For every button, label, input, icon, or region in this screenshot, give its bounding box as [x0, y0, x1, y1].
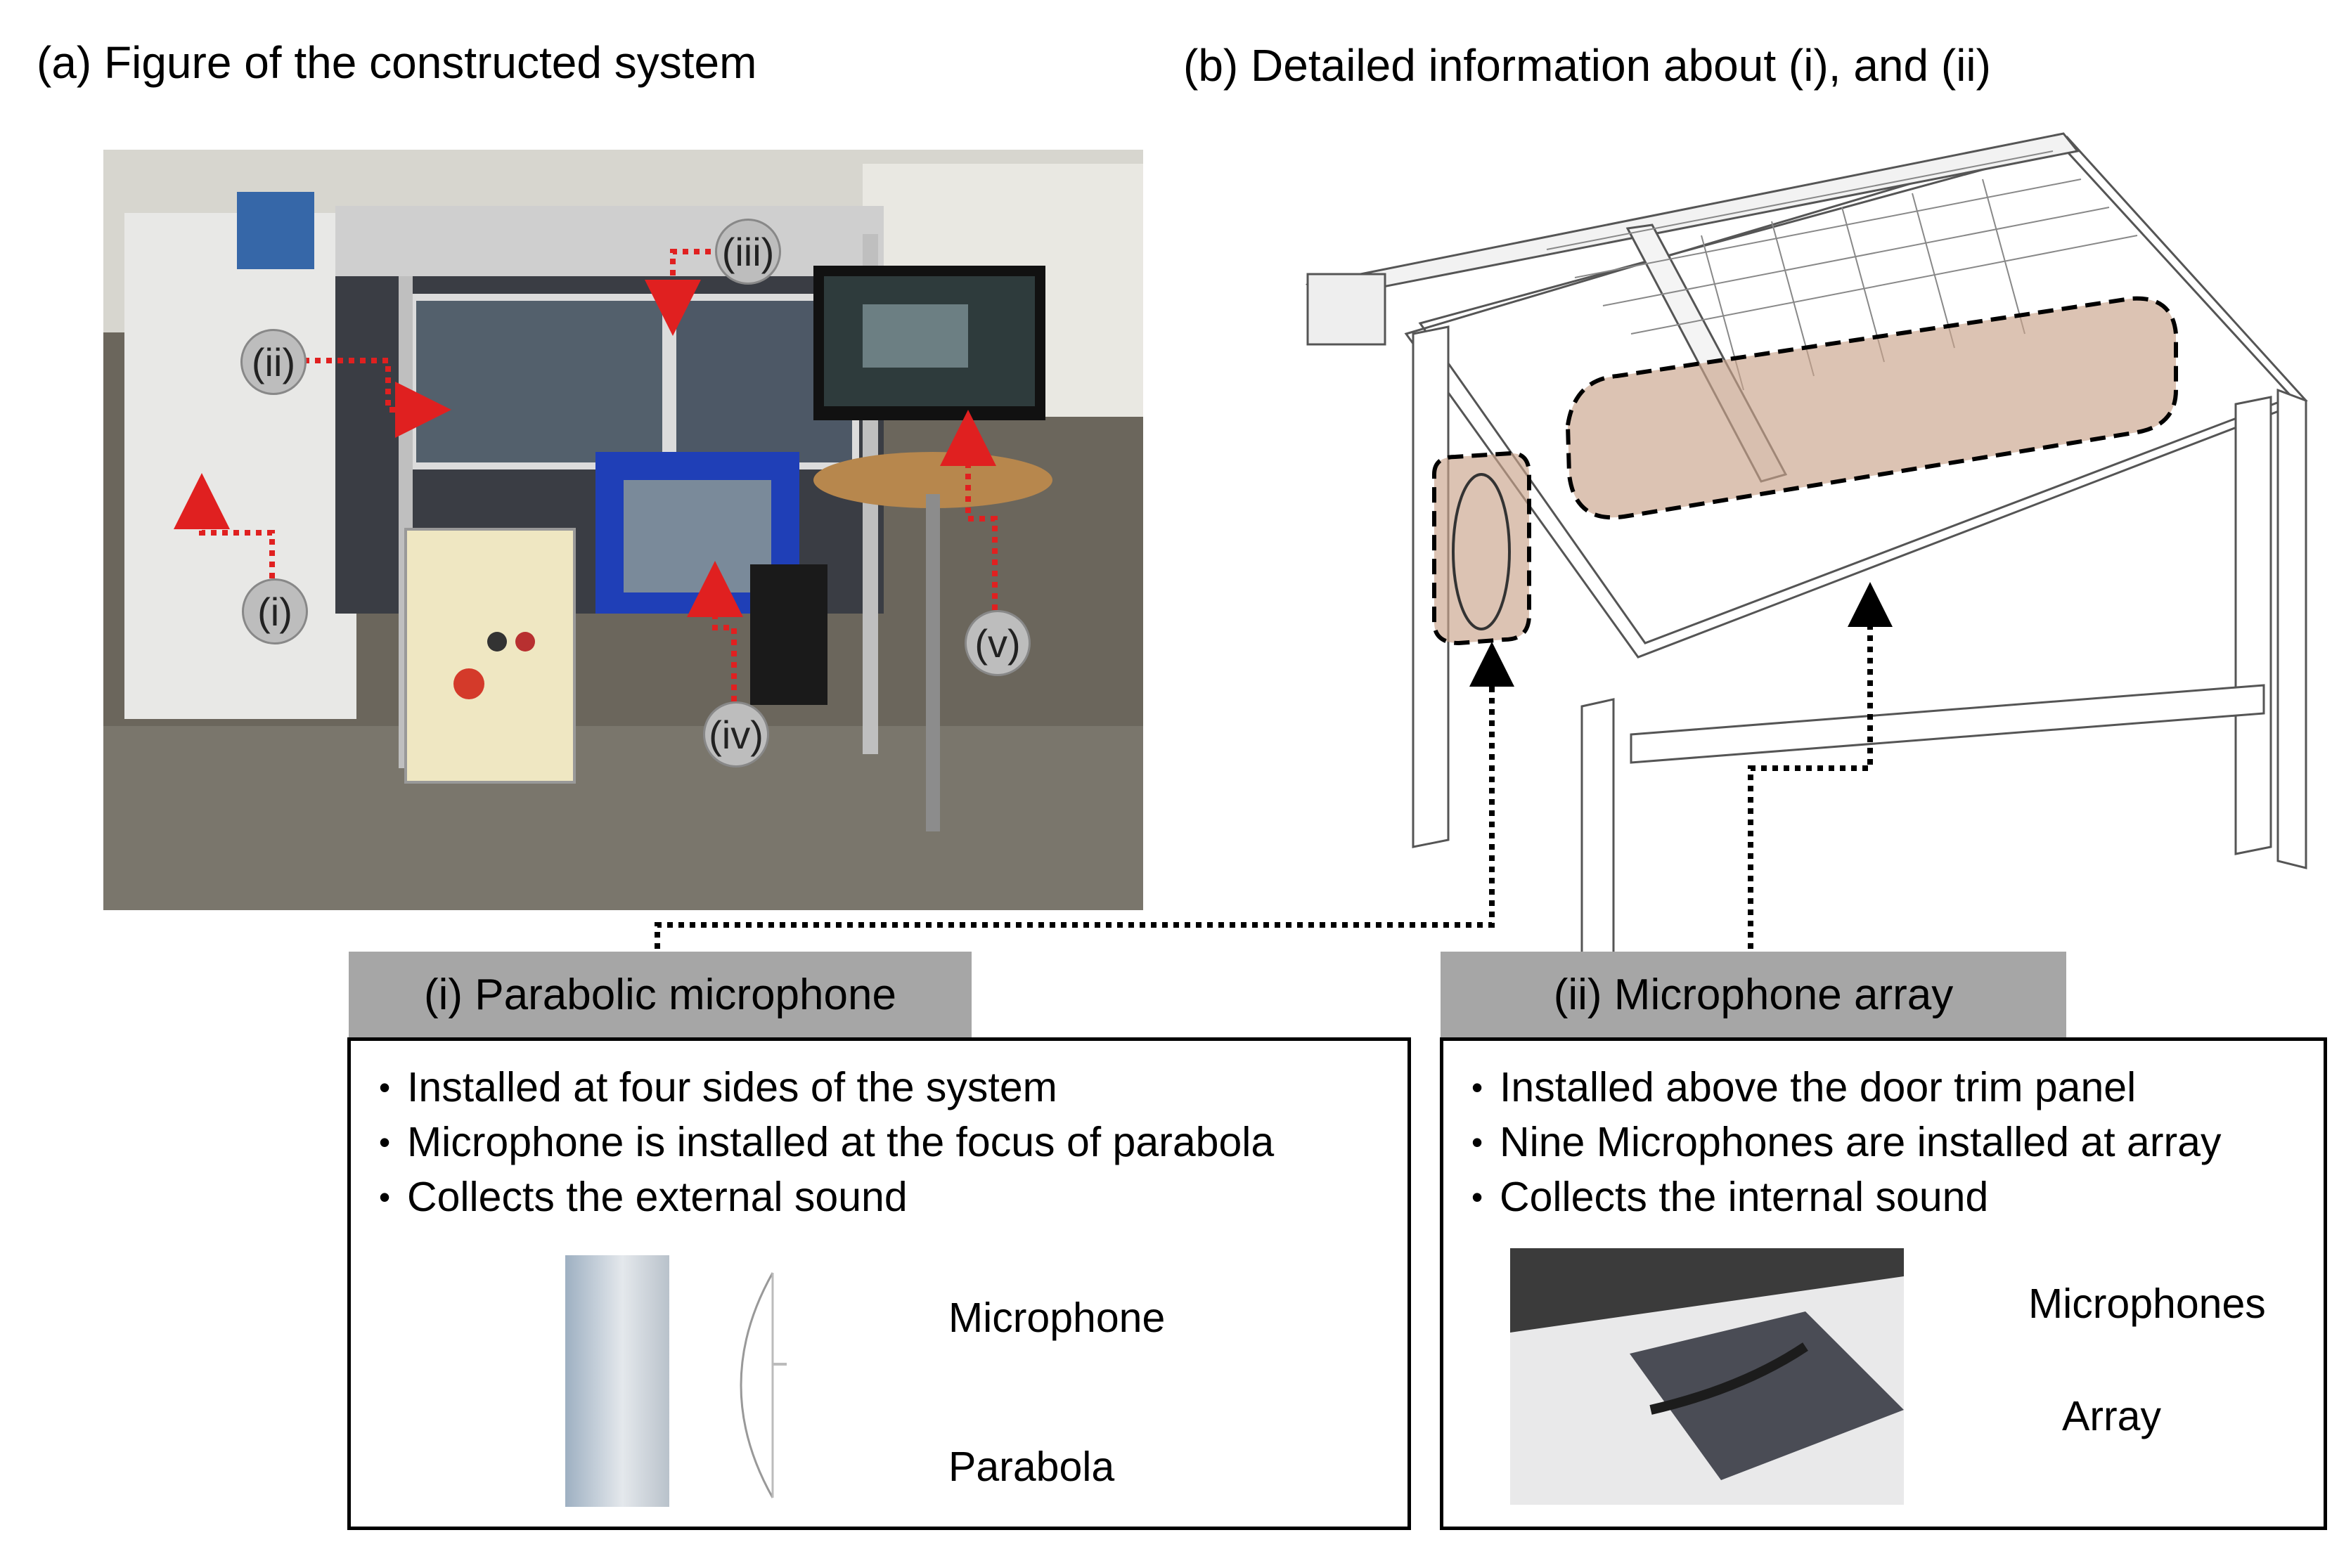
- box-ii-bullets: •Installed above the door trim panel •Ni…: [1471, 1060, 2221, 1224]
- box-i: •Installed at four sides of the system •…: [347, 1037, 1411, 1530]
- list-item: •Installed above the door trim panel: [1471, 1064, 2137, 1110]
- arrow-iii: [645, 249, 722, 336]
- microphone-label: Microphone: [948, 1295, 1166, 1341]
- arrow-v: [940, 410, 998, 610]
- callout-v: (v): [965, 610, 1031, 676]
- arrow-ii: [304, 358, 451, 438]
- system-photo: (i) (ii) (iii) (iv) (v): [103, 150, 1143, 910]
- callout-i: (i): [242, 578, 308, 644]
- callout-iii: (iii): [715, 219, 781, 285]
- list-item: •Installed at four sides of the system: [379, 1064, 1057, 1110]
- callout-iv: (iv): [703, 701, 769, 767]
- box-ii-header: (ii) Microphone array: [1441, 952, 2066, 1037]
- list-item: •Nine Microphones are installed at array: [1471, 1119, 2222, 1165]
- parabola-label: Parabola: [948, 1444, 1115, 1490]
- panel-a-title: (a) Figure of the constructed system: [37, 37, 757, 88]
- box-ii: •Installed above the door trim panel •Ni…: [1440, 1037, 2327, 1530]
- list-item: •Microphone is installed at the focus of…: [379, 1119, 1275, 1165]
- panel-b-title: (b) Detailed information about (i), and …: [1183, 40, 1991, 91]
- arrow-iv: [687, 561, 743, 701]
- array-label: Array: [2062, 1393, 2161, 1439]
- callout-ii: (ii): [240, 329, 307, 395]
- list-item: •Collects the external sound: [379, 1174, 908, 1220]
- parabolic-mic-photo: [565, 1255, 669, 1507]
- box-i-header: (i) Parabolic microphone: [349, 952, 972, 1037]
- arrow-i: [174, 473, 275, 578]
- list-item: •Collects the internal sound: [1471, 1174, 1989, 1220]
- cad-drawing: [1280, 123, 2327, 959]
- box-i-bullets: •Installed at four sides of the system •…: [379, 1060, 1274, 1224]
- parabola-sketch: [740, 1272, 787, 1498]
- microphones-label: Microphones: [2028, 1281, 2266, 1327]
- mic-array-photo: [1510, 1248, 1904, 1505]
